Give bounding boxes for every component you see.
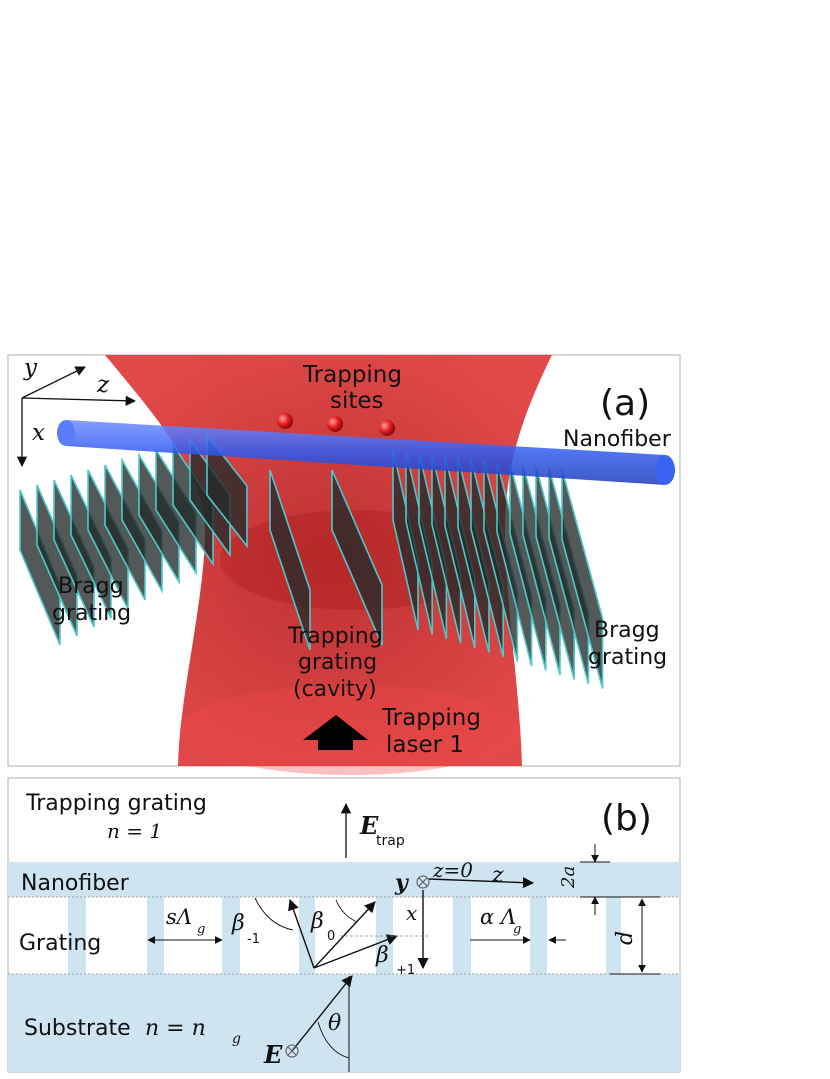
trapping-plate-1 (269, 469, 311, 651)
nanofiber-body (66, 420, 665, 485)
beta-minus-ray (288, 898, 315, 969)
alpha-lambda-subscript: g (513, 922, 521, 937)
top-region-label: Trapping grating (25, 791, 207, 816)
trapping-grating-label-1: Trapping (287, 624, 383, 649)
d-label: d (613, 931, 638, 945)
grating-bar (68, 897, 86, 974)
trapping-sites-label-2: sites (330, 388, 384, 414)
e-polarization-icon (285, 1044, 299, 1058)
z-label-b: z (491, 863, 504, 888)
beta-zero-label: β (310, 909, 324, 934)
s-lambda-subscript: g (197, 922, 205, 937)
bragg-right-label-1: Bragg (594, 618, 660, 643)
trapping-sites-label-1: Trapping (302, 362, 402, 388)
panel-a-label: (a) (600, 383, 650, 424)
z-zero-label: z=0 (432, 858, 473, 882)
trapping-grating-plates (269, 469, 383, 651)
nanofiber-label-a: Nanofiber (563, 427, 672, 452)
beta-plus-ray (313, 934, 399, 969)
bragg-grating-left-plates (19, 432, 248, 646)
laser-direction-arrow (303, 715, 368, 750)
grating-bar (147, 897, 164, 974)
trapping-grating-label-3: (cavity) (293, 677, 377, 702)
panel-a: y z x Trapping sites (a) Nanofiber Bragg… (7, 354, 681, 775)
x-label-b: x (406, 901, 417, 925)
bragg-right-plate (561, 469, 604, 689)
incident-ray (291, 975, 353, 1052)
grating-bar (453, 897, 471, 974)
nanofiber-right-end (655, 455, 675, 485)
axes-triad: y z x (16, 355, 137, 468)
e-incident-label: E (263, 1040, 283, 1069)
beta-minus-arc (254, 897, 294, 931)
panel-b: Trapping grating n = 1 (b) E trap Nanofi… (7, 777, 681, 1073)
grating-bar (606, 897, 621, 974)
bragg-left-label-1: Bragg (58, 574, 124, 599)
grating-bar (376, 897, 393, 974)
bragg-left-label-2: grating (52, 601, 131, 626)
trapping-laser-label-2: laser 1 (386, 732, 464, 758)
trapped-atom-1 (277, 413, 293, 429)
y-label-b: y (394, 870, 410, 896)
two-a-label: 2a (558, 866, 579, 889)
trapped-atom-2 (327, 416, 343, 432)
x-axis-label: x (32, 420, 45, 446)
theta-label: θ (328, 1011, 341, 1036)
nanofiber-left-end (57, 420, 75, 446)
beta-plus-subscript: +1 (396, 963, 415, 978)
top-index-label: n = 1 (107, 819, 162, 843)
grating-bars (68, 897, 621, 974)
grating-bar (530, 897, 547, 974)
e-trap-label: E (359, 811, 379, 840)
beta-minus-label: β (231, 911, 245, 936)
bragg-grating-right-plates (392, 449, 604, 689)
z-axis-label: z (96, 372, 110, 398)
y-into-page-icon (416, 875, 430, 889)
nanofiber-label-b: Nanofiber (21, 871, 130, 896)
panel-b-label: (b) (601, 798, 652, 839)
grating-label: Grating (19, 931, 101, 956)
beta-zero-ray (313, 901, 376, 969)
nanofiber-band (8, 862, 680, 897)
alpha-lambda-label: α Λ (480, 905, 516, 929)
s-lambda-label: sΛ (166, 905, 192, 929)
beta-zero-subscript: 0 (327, 929, 335, 944)
z-axis-arrow-b (428, 877, 535, 889)
trapping-grating-label-2: grating (298, 650, 377, 675)
substrate-band (8, 974, 680, 1072)
bragg-right-label-2: grating (588, 645, 667, 670)
trapped-atom-3 (379, 420, 395, 436)
trapping-plate-2 (331, 469, 383, 646)
z-axis-arrow (21, 395, 137, 406)
beta-zero-arc (335, 899, 358, 923)
theta-arc (317, 1021, 350, 1059)
trapping-laser-label-1: Trapping (381, 705, 481, 731)
e-polarization-cross-icon (287, 1046, 297, 1056)
bragg-left-plate (206, 432, 248, 549)
y-into-page-cross-icon (418, 877, 428, 887)
e-trap-subscript: trap (376, 833, 405, 849)
y-axis-arrow (21, 366, 86, 399)
beta-minus-subscript: -1 (247, 932, 260, 947)
substrate-label: Substrate (24, 1016, 131, 1041)
grating-bar (299, 897, 315, 974)
substrate-index-label: n = n (145, 1016, 206, 1041)
y-axis-label: y (23, 355, 38, 381)
grating-bar (222, 897, 240, 974)
nanofiber-cylinder (57, 420, 675, 485)
substrate-index-subscript: g (232, 1031, 241, 1047)
beta-plus-label: β (375, 943, 389, 968)
diffraction-rays: β -1 β 0 β +1 (231, 897, 430, 978)
